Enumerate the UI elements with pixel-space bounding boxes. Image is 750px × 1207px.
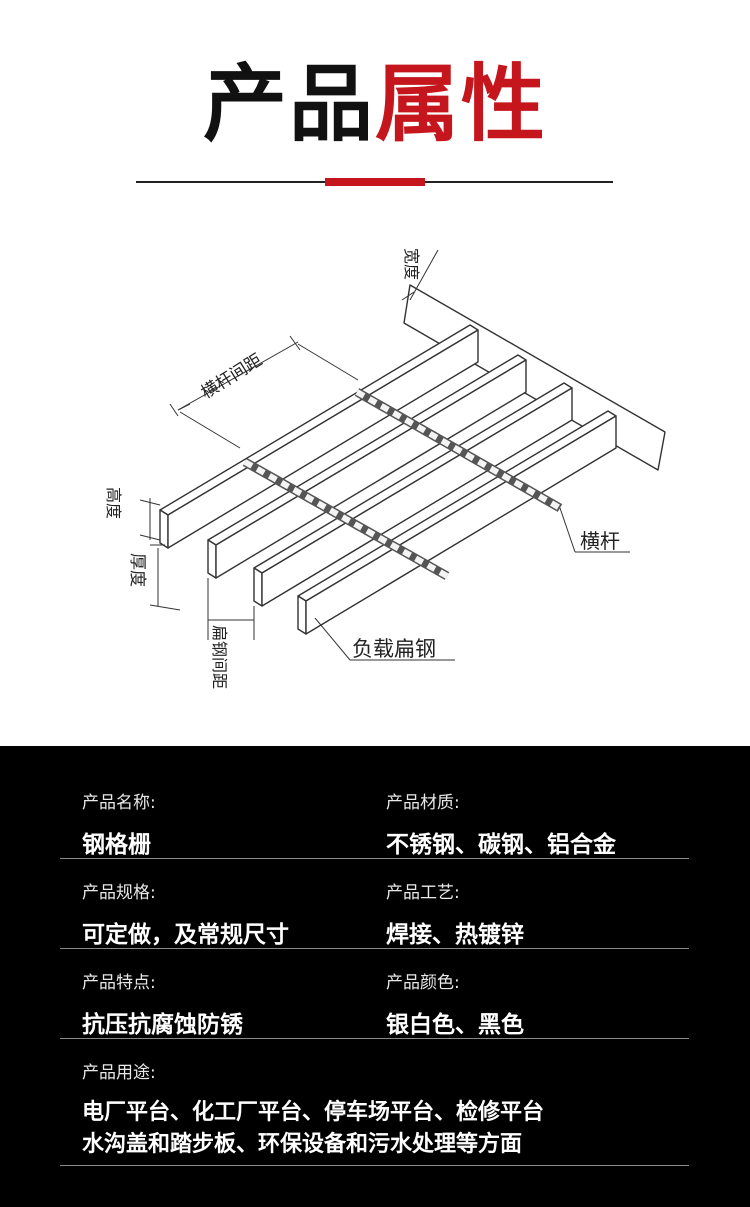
spec-material: 产品材质: 不锈钢、碳钢、铝合金 — [386, 788, 616, 859]
bearing-bar — [261, 387, 573, 607]
spec-material-value: 不锈钢、碳钢、铝合金 — [386, 832, 616, 858]
spec-usage-label: 产品用途: — [82, 1063, 156, 1083]
label-bar-spacing: 横杆间距 — [198, 350, 266, 403]
bearing-bar — [159, 509, 169, 549]
spec-size-value: 可定做，及常规尺寸 — [82, 922, 289, 948]
spec-process-value: 焊接、热镀锌 — [386, 922, 524, 948]
label-width: 宽度 — [402, 248, 421, 280]
spec-process: 产品工艺: 焊接、热镀锌 — [386, 878, 524, 949]
bearing-bar — [207, 539, 217, 579]
spec-name-value: 钢格栅 — [82, 832, 151, 858]
title-divider-accent — [325, 178, 425, 186]
twisted-bar — [355, 389, 562, 511]
title-red-part: 属性 — [375, 55, 548, 153]
label-cross-bar: 横杆 — [580, 529, 620, 553]
spec-usage-line-1: 电厂平台、化工厂平台、停车场平台、检修平台 — [82, 1100, 545, 1125]
spec-feature-label: 产品特点: — [82, 973, 156, 993]
page-title: 产品属性 — [0, 62, 750, 146]
spec-feature-value: 抗压抗腐蚀防锈 — [82, 1012, 243, 1038]
separator — [60, 858, 689, 859]
label-load-flat-steel: 负载扁钢 — [352, 637, 436, 661]
label-thickness: 厚度 — [127, 553, 147, 587]
twisted-bar — [243, 459, 449, 579]
spec-color: 产品颜色: 银白色、黑色 — [386, 968, 524, 1039]
spec-size-label: 产品规格: — [82, 883, 156, 903]
spec-panel: 产品名称: 钢格栅 产品材质: 不锈钢、碳钢、铝合金 产品规格: 可定做，及常规… — [0, 746, 750, 1207]
spec-usage: 产品用途: 电厂平台、化工厂平台、停车场平台、检修平台 水沟盖和踏步板、环保设备… — [82, 1058, 544, 1161]
spec-material-label: 产品材质: — [386, 793, 460, 813]
spec-size: 产品规格: 可定做，及常规尺寸 — [82, 878, 289, 949]
spec-color-label: 产品颜色: — [386, 973, 460, 993]
label-height: 高度 — [104, 487, 123, 519]
title-dark-part: 产品 — [202, 55, 375, 153]
spec-name: 产品名称: 钢格栅 — [82, 788, 156, 859]
separator — [60, 1038, 689, 1039]
spec-color-value: 银白色、黑色 — [386, 1012, 524, 1038]
bearing-bar — [167, 329, 479, 549]
spec-process-label: 产品工艺: — [386, 883, 460, 903]
spec-name-label: 产品名称: — [82, 793, 156, 813]
header: 产品属性 — [0, 0, 750, 230]
spec-feature: 产品特点: 抗压抗腐蚀防锈 — [82, 968, 243, 1039]
separator — [60, 1165, 689, 1166]
separator — [60, 948, 689, 949]
spec-usage-line-2: 水沟盖和踏步板、环保设备和污水处理等方面 — [82, 1132, 523, 1157]
grating-drawing: 宽度 横杆间距 高度 厚度 横杆 扁钢间距 负载扁钢 — [104, 248, 666, 689]
bearing-bar — [253, 567, 263, 607]
grating-diagram: 宽度 横杆间距 高度 厚度 横杆 扁钢间距 负载扁钢 — [0, 230, 750, 746]
bearing-bar — [297, 595, 307, 635]
bearing-bar — [215, 359, 527, 579]
label-flat-spacing: 扁钢间距 — [210, 625, 229, 689]
